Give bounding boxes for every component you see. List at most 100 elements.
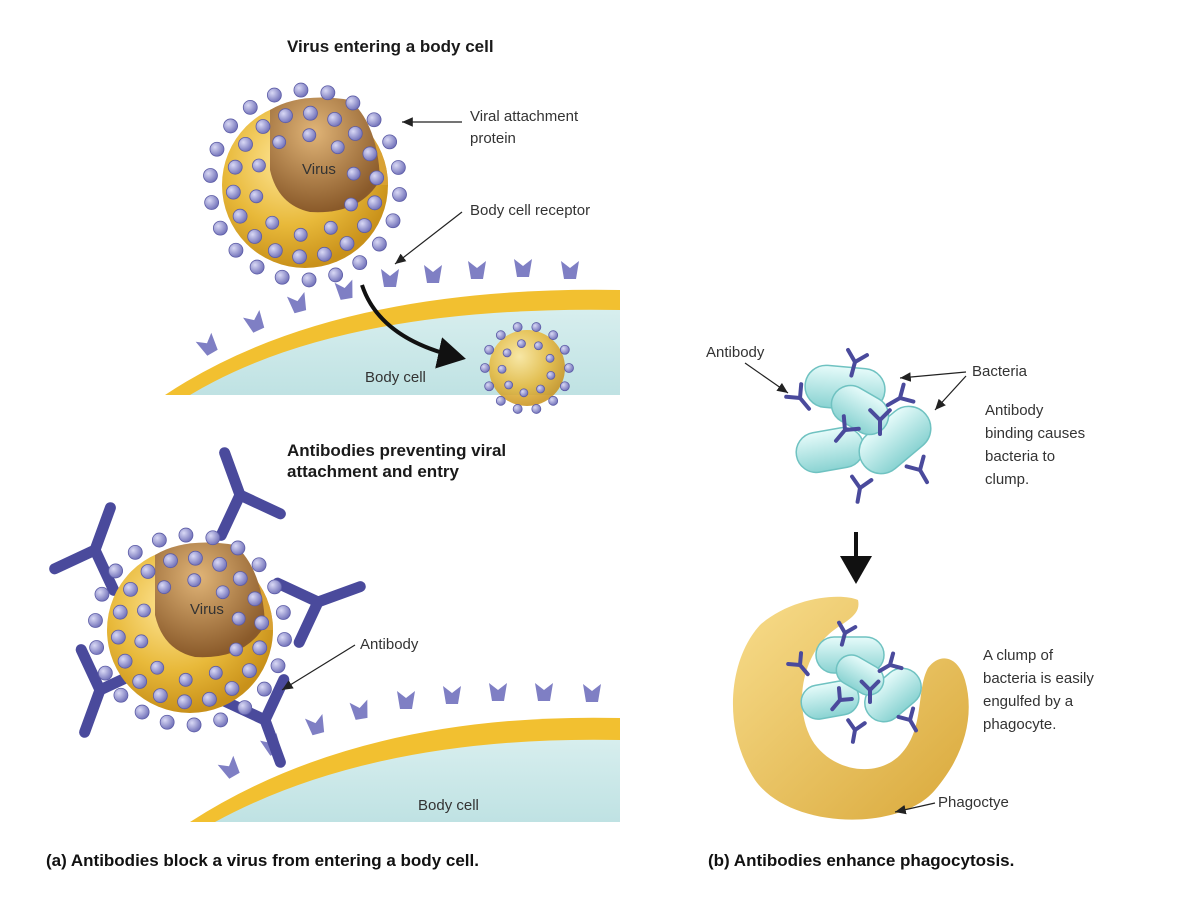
attachment-protein [232,571,248,586]
attachment-protein [536,384,545,394]
receptor [514,259,532,277]
antibody [850,474,874,504]
attachment-protein [265,215,280,230]
attachment-protein [277,632,292,647]
attachment-protein [484,381,495,392]
attachment-protein [232,208,248,224]
attachment-protein [151,532,167,548]
panel-b-caption: (b) Antibodies enhance phagocytosis. [708,851,1014,870]
antibody [904,454,929,485]
attachment-protein [517,339,526,349]
attachment-protein [267,243,283,259]
attachment-protein [278,108,293,124]
attachment-protein [137,603,151,618]
clump-note-line: Antibody [985,402,1044,419]
bacterium [835,654,885,696]
phagocyte [732,596,969,820]
antibody [846,347,870,378]
receptor [349,699,368,720]
attachment-protein [369,170,385,186]
body-cell-bottom [190,717,620,822]
attachment-protein [512,404,523,414]
attachment-protein [320,85,336,101]
receptor [535,683,553,701]
attachment-protein [203,168,218,183]
attachment-protein [215,585,230,600]
receptor [443,686,461,704]
attachment-protein [362,146,378,162]
attachment-protein [140,564,156,579]
receptor [334,279,353,300]
receptor [583,684,601,702]
attachment-protein [328,267,344,283]
panel-a-bottom-heading-line2: attachment and entry [287,462,459,481]
attachment-protein [249,259,265,275]
receptor [489,683,507,701]
attachment-protein [564,363,574,373]
bacteria-pointer-2 [934,375,967,411]
attachment-protein [545,353,555,363]
attachment-protein [110,629,126,645]
attachment-protein [208,665,223,680]
attachment-protein [249,189,264,204]
attachment-protein [251,557,267,573]
body-cell-label-bottom: Body cell [418,797,479,814]
receptor [243,310,265,333]
receptor [195,332,218,356]
bacterium [800,680,860,720]
virus-particle-bottom [88,527,292,733]
antibody [272,577,366,648]
antibody-pointer-b [744,362,789,394]
antibody [830,686,854,712]
attachment-protein [238,137,253,152]
attachment-protein [89,640,105,655]
clump-note-line: clump. [985,471,1029,488]
phagocyte-label: Phagoctye [938,794,1009,811]
clump-note-line: binding causes [985,425,1085,442]
attachment-protein [247,229,263,244]
engulf-note-line: engulfed by a [983,693,1074,710]
attachment-protein [548,330,559,341]
attachment-protein [178,527,194,543]
attachment-protein [339,236,355,251]
attachment-protein [255,119,271,134]
attachment-protein [546,370,556,380]
attachment-protein [252,158,266,173]
attachment-protein [366,112,382,128]
engulf-note: A clump of bacteria is easily engulfed b… [983,647,1094,733]
attachment-protein [302,128,317,143]
attachment-protein [123,582,138,597]
viral-attachment-label-line2: protein [470,130,516,147]
antibody [846,718,867,744]
attachment-protein [266,87,282,103]
attachment-protein [347,126,363,141]
antibody [837,620,858,647]
virus-label-top: Virus [302,161,336,178]
attachment-protein [330,140,345,155]
attachment-protein [292,249,307,265]
attachment-protein [293,82,309,98]
attachment-protein [188,550,203,566]
attachment-protein [480,363,490,373]
attachment-protein [177,694,192,710]
attachment-protein [548,395,559,406]
antibody [885,382,916,407]
attachment-protein [317,246,332,262]
attachment-protein [357,218,372,233]
attachment-protein [303,105,318,121]
attachment-protein [212,220,228,236]
receptor-label: Body cell receptor [470,202,590,219]
attachment-protein [108,563,124,579]
antibody [834,414,861,443]
antibody [784,382,811,411]
attachment-protein [504,380,514,390]
bacteria-clump [784,347,932,504]
attachment-protein [94,586,110,602]
attachment-protein [272,135,287,150]
antibody-label-a: Antibody [360,636,419,653]
attachment-protein [150,660,165,675]
viral-attachment-label-line1: Viral attachment [470,108,579,125]
attachment-protein [213,712,229,728]
attachment-protein [345,95,361,111]
